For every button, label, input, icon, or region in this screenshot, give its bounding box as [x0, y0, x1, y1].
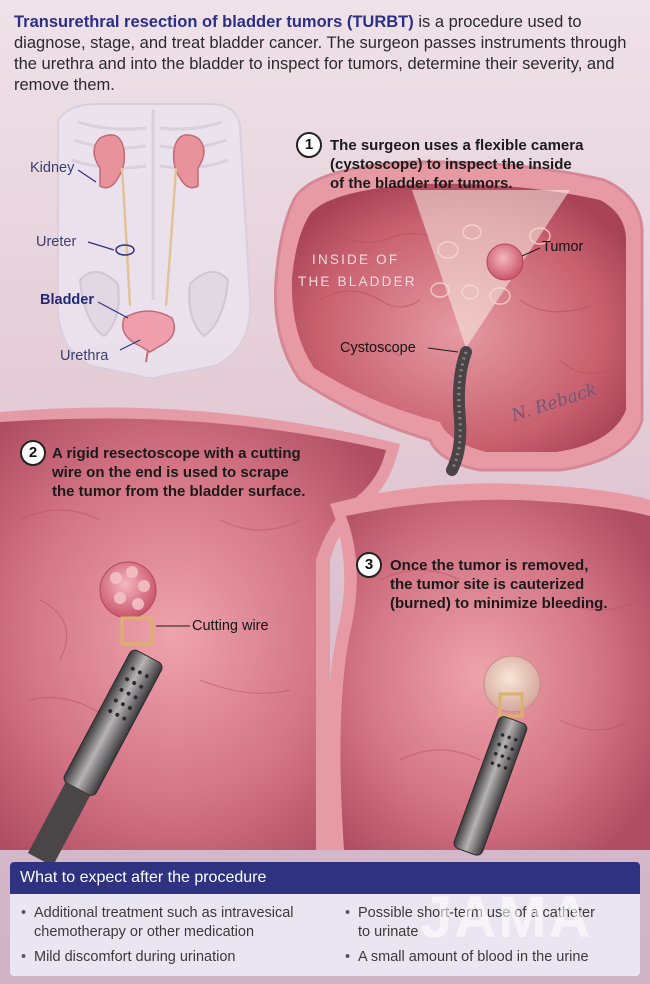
- after-procedure-box: What to expect after the procedure Addit…: [10, 862, 640, 976]
- intro-title: Transurethral resection of bladder tumor…: [14, 13, 414, 31]
- after-bullet-3-line2: to urinate: [358, 924, 419, 940]
- jama-watermark: JAMA: [420, 885, 593, 950]
- ureter-right: [164, 167, 178, 307]
- ureter-left: [120, 167, 132, 307]
- intro-paragraph: Transurethral resection of bladder tumor…: [14, 12, 634, 96]
- label-tumor: Tumor: [542, 239, 584, 255]
- kidney-left: [93, 134, 126, 189]
- step2-line2: wire on the end is used to scrape: [52, 464, 289, 481]
- label-bladder: Bladder: [40, 292, 94, 308]
- after-bullet-1-line2: chemotherapy or other medication: [34, 924, 255, 940]
- after-bullet-1: Additional treatment such as intravesica…: [21, 904, 294, 942]
- step2-line3: the tumor from the bladder surface.: [52, 483, 306, 500]
- panel2-bladder: [0, 407, 400, 867]
- step3-line2: the tumor site is cauterized: [390, 576, 585, 593]
- step2-number: 2: [20, 440, 46, 466]
- step3-number: 3: [356, 552, 382, 578]
- panel3-resectoscope: [453, 716, 528, 856]
- after-bullet-3: Possible short-term use of a catheter to…: [345, 904, 595, 942]
- after-bullet-4: A small amount of blood in the urine: [345, 948, 589, 967]
- step3-text: Once the tumor is removed, the tumor sit…: [390, 556, 608, 613]
- panel3-wire-loop: [498, 692, 524, 718]
- inside-bladder-label: INSIDE OF THE BLADDER: [298, 249, 417, 293]
- inside-bladder-line2: THE BLADDER: [298, 274, 417, 289]
- anatomy-leaders: [77, 169, 141, 351]
- label-kidney: Kidney: [30, 160, 75, 176]
- resectoscope: [27, 649, 163, 867]
- intro-body: is a procedure used to diagnose, stage, …: [14, 13, 627, 94]
- pelvis: [78, 271, 230, 338]
- panel3-bladder: [326, 483, 650, 856]
- step3-line3: (burned) to minimize bleeding.: [390, 595, 608, 612]
- cutting-wire: [120, 616, 154, 646]
- label-urethra: Urethra: [60, 348, 109, 364]
- label-cutting-wire: Cutting wire: [192, 618, 269, 634]
- ureter-highlight-ring: [115, 244, 135, 256]
- step1-line2: (cystoscope) to inspect the inside: [330, 156, 572, 173]
- kidney-right: [172, 134, 205, 189]
- after-bullet-2: Mild discomfort during urination: [21, 948, 236, 967]
- after-bullet-2-line1: Mild discomfort during urination: [34, 949, 236, 965]
- inside-bladder-line1: INSIDE OF: [312, 252, 400, 267]
- step2-text: A rigid resectoscope with a cutting wire…: [52, 444, 305, 501]
- step1-text: The surgeon uses a flexible camera (cyst…: [330, 136, 583, 193]
- after-bullet-3-line1: Possible short-term use of a catheter: [358, 905, 595, 921]
- step1-number: 1: [296, 132, 322, 158]
- step1-line3: of the bladder for tumors.: [330, 175, 513, 192]
- step3-line1: Once the tumor is removed,: [390, 557, 589, 574]
- after-procedure-heading: What to expect after the procedure: [10, 862, 640, 894]
- after-bullet-1-line1: Additional treatment such as intravesica…: [34, 905, 294, 921]
- urethra-line: [145, 349, 149, 363]
- panel3-cauterized-site: [483, 655, 541, 713]
- panel1-tumor: [486, 243, 524, 281]
- step2-line1: A rigid resectoscope with a cutting: [52, 445, 301, 462]
- panel1-bladder: [274, 160, 644, 476]
- cystoscope: [446, 346, 472, 476]
- step1-line1: The surgeon uses a flexible camera: [330, 137, 584, 154]
- label-cystoscope: Cystoscope: [340, 340, 416, 356]
- after-bullet-4-line1: A small amount of blood in the urine: [358, 949, 589, 965]
- label-ureter: Ureter: [36, 234, 77, 250]
